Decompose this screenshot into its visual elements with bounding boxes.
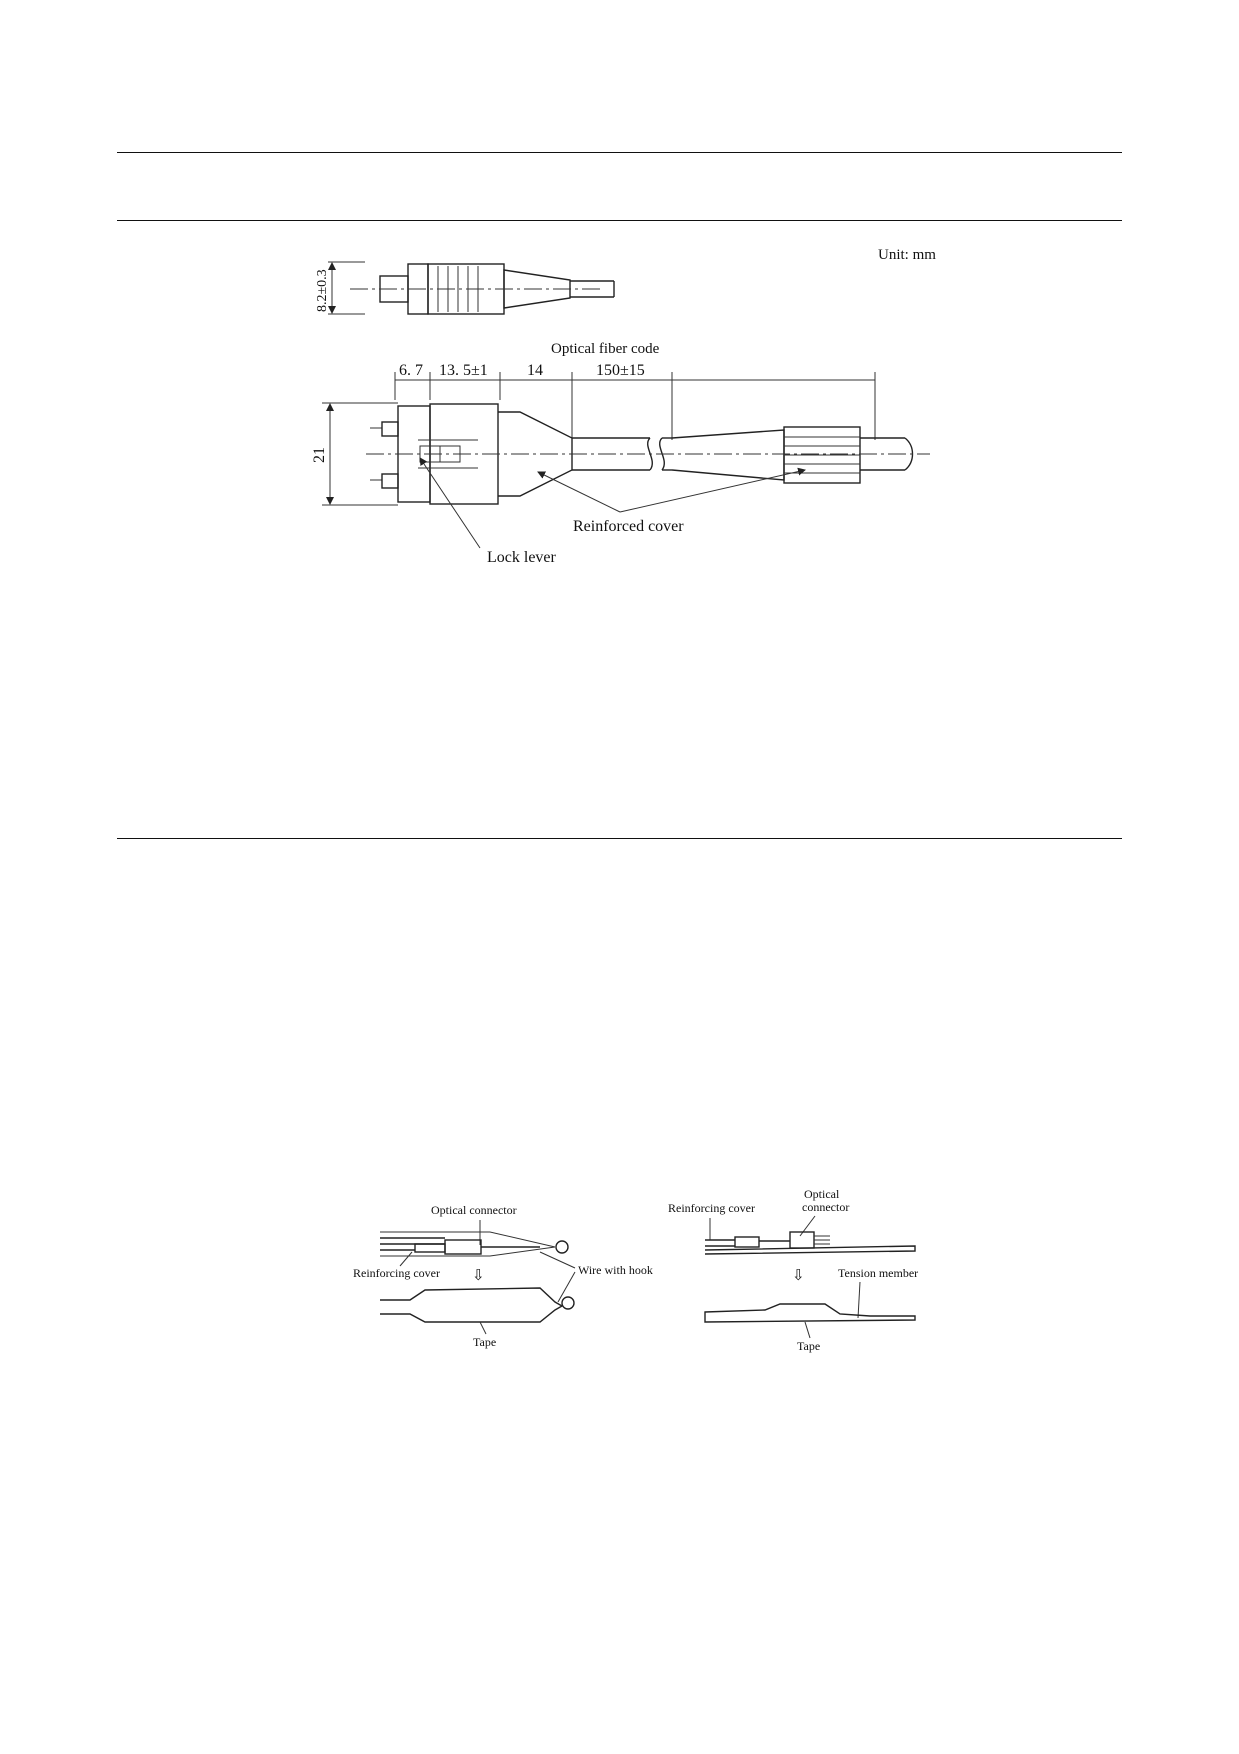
right-optical-connector-label-2: connector	[802, 1200, 849, 1214]
right-reinforcing-cover-label: Reinforcing cover	[668, 1201, 755, 1215]
connector-side-view: Optical fiber code 6. 7 13. 5±1 14 150±1…	[311, 341, 930, 566]
section-rule	[117, 838, 1122, 839]
header-rule	[117, 220, 1122, 221]
dim-13-5: 13. 5±1	[439, 362, 488, 379]
tension-member-label: Tension member	[838, 1266, 918, 1280]
left-tape-label: Tape	[473, 1335, 496, 1349]
right-down-arrow: ⇩	[792, 1268, 805, 1284]
lock-lever-label: Lock lever	[487, 549, 557, 566]
unit-label: Unit: mm	[878, 247, 936, 263]
dim-6-7: 6. 7	[399, 362, 423, 379]
dim-8-2: 8.2±0.3	[315, 269, 330, 312]
left-down-arrow: ⇩	[472, 1268, 485, 1284]
pulling-method-tension-member: Reinforcing cover Optical connector ⇩ Te…	[668, 1187, 918, 1353]
dim-150: 150±15	[596, 362, 645, 379]
left-optical-connector-label: Optical connector	[431, 1203, 517, 1217]
top-rule	[117, 152, 1122, 153]
right-tape-label: Tape	[797, 1339, 820, 1353]
dim-14: 14	[527, 362, 543, 379]
cable-label: Optical fiber code	[551, 341, 660, 357]
wire-with-hook-label: Wire with hook	[578, 1263, 653, 1277]
right-optical-connector-label-1: Optical	[804, 1187, 840, 1201]
pulling-method-wire-hook: Optical connector Reinforcing cover ⇩ Wi…	[353, 1203, 653, 1349]
reinforced-cover-label: Reinforced cover	[573, 518, 684, 535]
left-reinforcing-cover-label: Reinforcing cover	[353, 1266, 440, 1280]
connector-top-view: Unit: mm 8.2±0.3	[315, 247, 936, 315]
dim-21: 21	[311, 447, 328, 463]
